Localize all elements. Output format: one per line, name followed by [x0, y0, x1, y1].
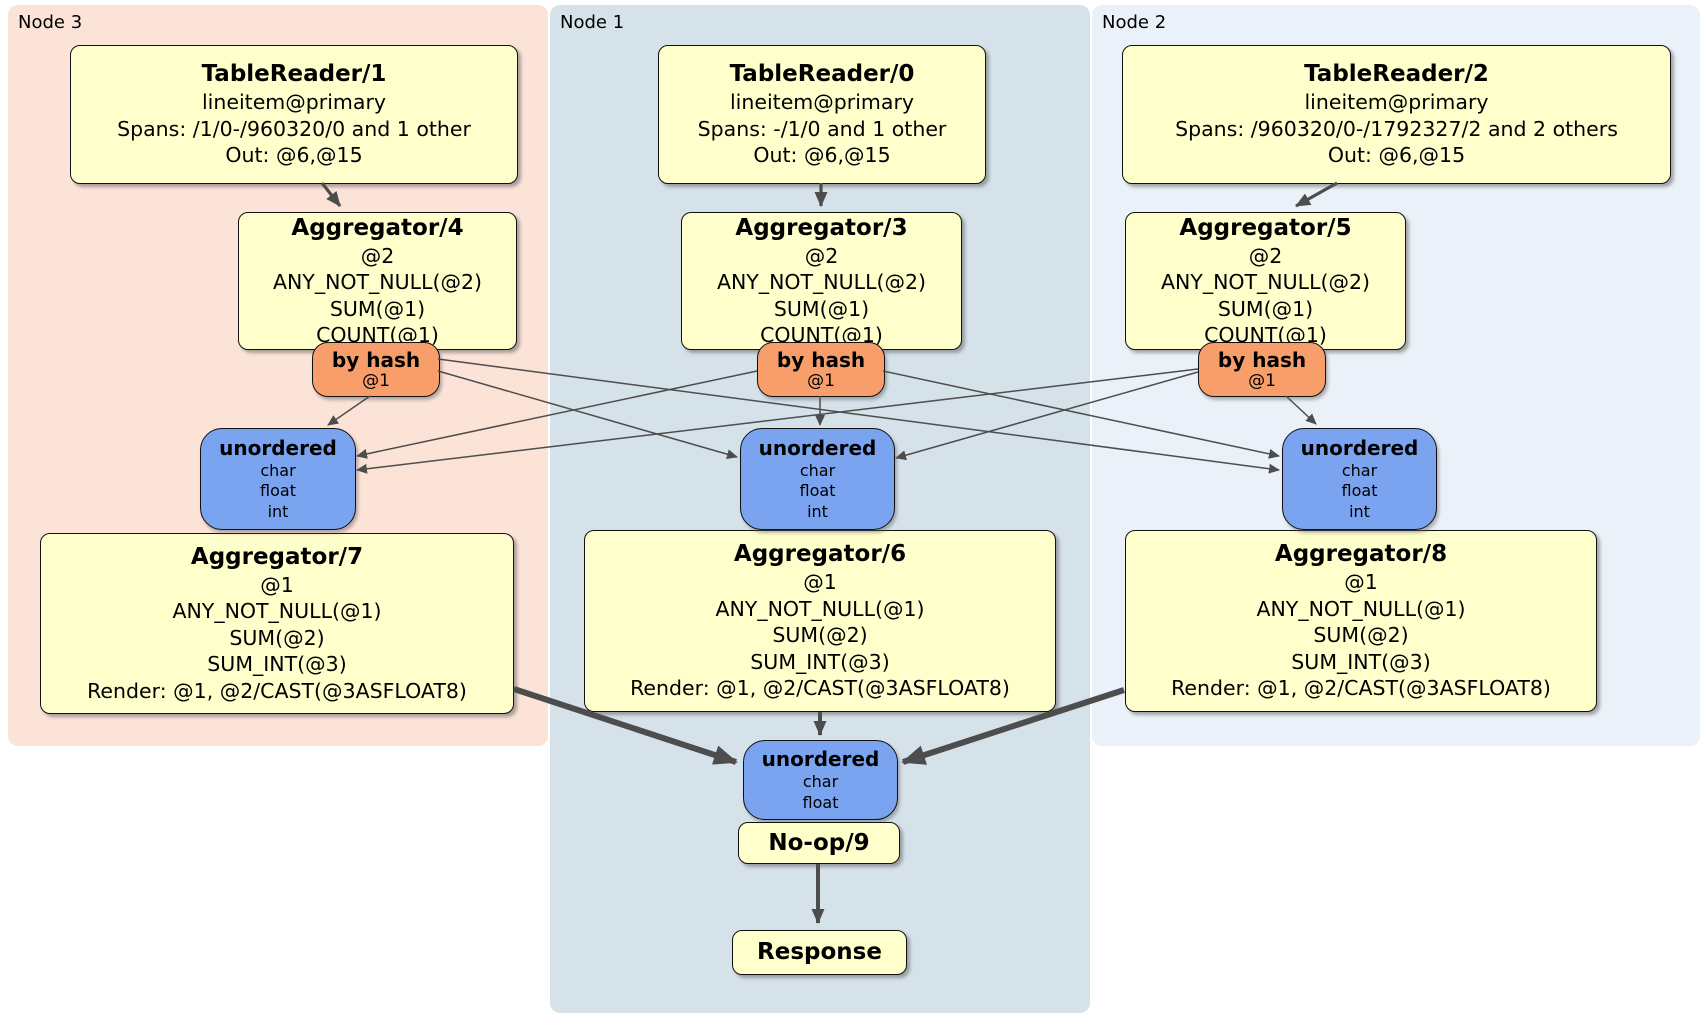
processor-agg-fn: SUM(@2): [772, 623, 868, 648]
processor-title: TableReader/1: [201, 61, 387, 88]
processor-agg-fn: SUM_INT(@3): [1291, 649, 1431, 674]
processor-agg-fn: SUM(@1): [329, 296, 426, 321]
processor-agg-fn: SUM(@1): [773, 296, 870, 321]
processor-tablereader-0: TableReader/0 lineitem@primary Spans: -/…: [658, 45, 986, 184]
processor-group-cols: @1: [803, 570, 837, 595]
sync-col-type: char: [802, 772, 839, 791]
router-title: by hash: [776, 347, 866, 372]
processor-tablereader-2: TableReader/2 lineitem@primary Spans: /9…: [1122, 45, 1671, 184]
processor-group-cols: @2: [804, 243, 839, 268]
processor-agg-fn: SUM_INT(@3): [750, 649, 890, 674]
processor-out: Out: @6,@15: [225, 143, 363, 168]
sync-unordered-final: unordered char float: [743, 740, 898, 820]
router-by-hash-node2: by hash @1: [1198, 342, 1326, 397]
sync-title: unordered: [761, 747, 880, 771]
sync-col-type: char: [1341, 460, 1378, 480]
router-title: by hash: [1217, 347, 1307, 372]
processor-group-cols: @2: [360, 243, 395, 268]
router-hash-cols: @1: [807, 370, 835, 391]
processor-render: Render: @1, @2/CAST(@3ASFLOAT8): [1171, 676, 1551, 701]
processor-agg-fn: ANY_NOT_NULL(@2): [716, 270, 927, 294]
processor-render: Render: @1, @2/CAST(@3ASFLOAT8): [630, 676, 1010, 701]
processor-aggregator-8: Aggregator/8 @1 ANY_NOT_NULL(@1) SUM(@2)…: [1125, 530, 1597, 712]
processor-agg-fn: ANY_NOT_NULL(@1): [1256, 596, 1466, 621]
sync-col-type: char: [260, 460, 296, 480]
sync-col-type: int: [807, 501, 828, 521]
processor-group-cols: @2: [1248, 243, 1283, 268]
router-hash-cols: @1: [362, 370, 390, 391]
processor-title: Aggregator/4: [291, 214, 464, 241]
processor-aggregator-4: Aggregator/4 @2 ANY_NOT_NULL(@2) SUM(@1)…: [238, 212, 517, 350]
region-label-node2: Node 2: [1102, 12, 1167, 33]
processor-spans: Spans: /1/0-/960320/0 and 1 other: [117, 116, 471, 141]
processor-index: lineitem@primary: [201, 90, 387, 115]
processor-title: Aggregator/7: [190, 543, 364, 570]
processor-index: lineitem@primary: [729, 90, 915, 115]
sync-col-type: int: [267, 501, 289, 521]
sync-col-type: float: [802, 792, 839, 812]
processor-agg-fn: SUM(@2): [229, 625, 325, 650]
processor-aggregator-5: Aggregator/5 @2 ANY_NOT_NULL(@2) SUM(@1)…: [1125, 212, 1406, 350]
processor-agg-fn: SUM_INT(@3): [207, 652, 347, 677]
processor-noop-9: No-op/9: [738, 822, 900, 864]
processor-agg-fn: ANY_NOT_NULL(@2): [272, 270, 483, 294]
processor-aggregator-7: Aggregator/7 @1 ANY_NOT_NULL(@1) SUM(@2)…: [40, 533, 514, 714]
sync-col-type: int: [1349, 501, 1370, 521]
processor-out: Out: @6,@15: [1327, 143, 1466, 168]
processor-aggregator-6: Aggregator/6 @1 ANY_NOT_NULL(@1) SUM(@2)…: [584, 530, 1056, 712]
processor-title: Aggregator/6: [733, 541, 907, 568]
sync-title: unordered: [219, 435, 337, 460]
processor-spans: Spans: -/1/0 and 1 other: [697, 116, 947, 141]
processor-out: Out: @6,@15: [753, 143, 891, 168]
processor-title: TableReader/2: [1304, 61, 1489, 88]
processor-title: No-op/9: [768, 829, 870, 856]
processor-title: Aggregator/3: [735, 214, 908, 241]
router-title: by hash: [331, 347, 421, 372]
processor-agg-fn: ANY_NOT_NULL(@2): [1160, 270, 1371, 294]
router-by-hash-node3: by hash @1: [312, 342, 440, 397]
processor-title: Aggregator/8: [1274, 541, 1448, 568]
router-hash-cols: @1: [1248, 370, 1276, 391]
processor-response: Response: [732, 930, 907, 975]
processor-agg-fn: ANY_NOT_NULL(@1): [172, 599, 382, 624]
sync-col-type: float: [799, 481, 836, 501]
sync-col-type: float: [1341, 481, 1378, 501]
sync-col-type: char: [799, 460, 836, 480]
region-label-node1: Node 1: [560, 12, 625, 33]
sync-col-type: float: [260, 481, 296, 501]
processor-group-cols: @1: [1344, 570, 1378, 595]
sync-title: unordered: [758, 435, 877, 460]
sync-unordered-node3: unordered char float int: [200, 428, 356, 530]
processor-aggregator-3: Aggregator/3 @2 ANY_NOT_NULL(@2) SUM(@1)…: [681, 212, 962, 350]
processor-agg-fn: ANY_NOT_NULL(@1): [715, 596, 925, 621]
processor-title: Aggregator/5: [1179, 214, 1352, 241]
processor-title: Response: [757, 939, 882, 965]
processor-index: lineitem@primary: [1304, 90, 1489, 115]
sync-unordered-node1: unordered char float int: [740, 428, 895, 530]
processor-title: TableReader/0: [729, 61, 915, 88]
processor-render: Render: @1, @2/CAST(@3ASFLOAT8): [87, 678, 467, 703]
region-label-node3: Node 3: [18, 12, 83, 33]
processor-group-cols: @1: [260, 572, 294, 597]
processor-agg-fn: SUM(@2): [1313, 623, 1409, 648]
processor-spans: Spans: /960320/0-/1792327/2 and 2 others: [1175, 116, 1618, 141]
sync-unordered-node2: unordered char float int: [1282, 428, 1437, 530]
sync-title: unordered: [1300, 435, 1419, 460]
router-by-hash-node1: by hash @1: [757, 342, 885, 397]
processor-tablereader-1: TableReader/1 lineitem@primary Spans: /1…: [70, 45, 518, 184]
processor-agg-fn: SUM(@1): [1217, 296, 1314, 321]
